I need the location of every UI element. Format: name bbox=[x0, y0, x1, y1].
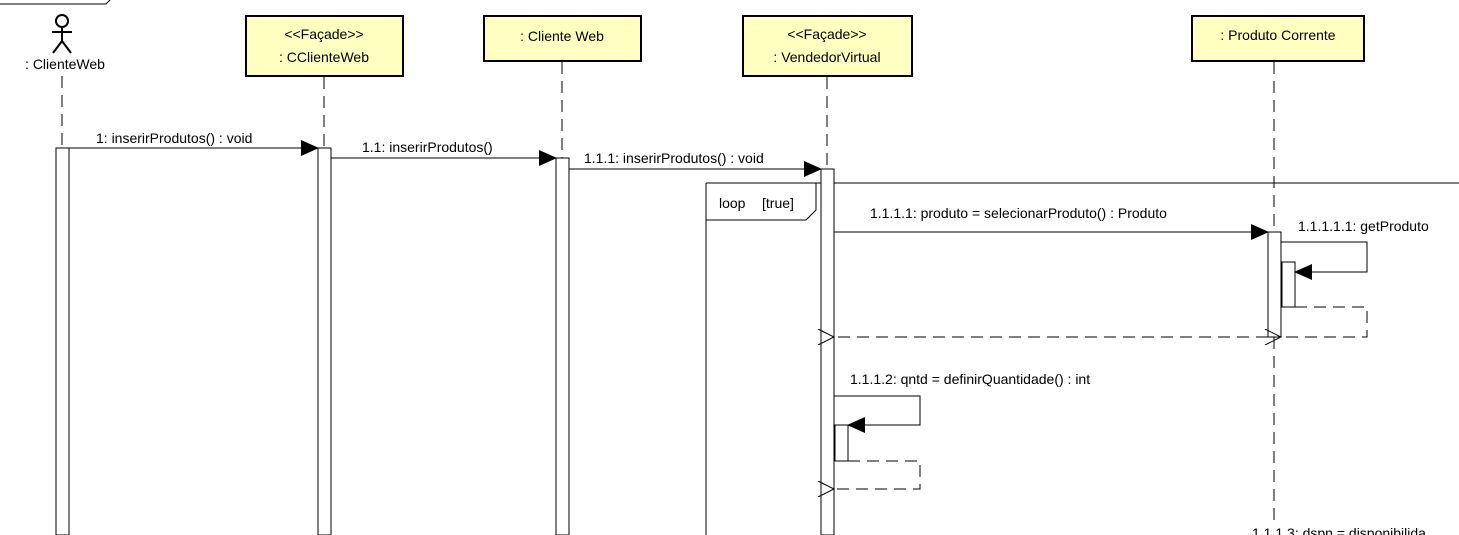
activation-bar-vendedor-virtual-nested bbox=[834, 424, 849, 462]
activation-bar-vendedor-virtual bbox=[820, 168, 835, 535]
activation-bar-cliente-web bbox=[555, 157, 570, 535]
actor-head bbox=[55, 14, 69, 28]
lifeline-stereotype: <<Façade>> bbox=[284, 26, 363, 42]
lifeline-head-box bbox=[483, 15, 642, 62]
loop-fragment-label-tab bbox=[706, 183, 817, 221]
message-label: 1.1.1: inserirProdutos() : void bbox=[584, 150, 764, 166]
message-self-return-arrow bbox=[834, 460, 921, 489]
message-1-1-1: 1.1.1: inserirProdutos() : void bbox=[569, 150, 822, 177]
actor-clienteweb: : ClienteWeb bbox=[25, 14, 105, 72]
lifeline-stereotype: <<Façade>> bbox=[787, 26, 866, 42]
activation-bar-produto-corrente bbox=[1267, 231, 1282, 338]
message-self-return-arrow bbox=[1281, 306, 1368, 337]
message-1-1: 1.1: inserirProdutos() bbox=[331, 139, 557, 166]
message-1-1-1-2: 1.1.1.2: qntd = definirQuantidade() : in… bbox=[834, 371, 1090, 489]
activation-bar-ccliente-web bbox=[317, 147, 332, 535]
message-label: 1.1.1.2: qntd = definirQuantidade() : in… bbox=[850, 371, 1090, 387]
lifeline-name: : VendedorVirtual bbox=[773, 49, 880, 65]
activation-bar-actor bbox=[55, 147, 70, 535]
lifeline-vendedor-virtual: <<Façade>> : VendedorVirtual bbox=[742, 15, 913, 77]
message-label: 1: inserirProdutos() : void bbox=[96, 130, 252, 146]
diagram-frame-corner bbox=[0, 0, 111, 5]
loop-fragment: loop [true] bbox=[705, 182, 1459, 535]
actor-left-leg bbox=[52, 40, 63, 54]
message-label: 1.1: inserirProdutos() bbox=[362, 139, 493, 155]
activation-bar-produto-corrente-nested bbox=[1281, 261, 1296, 308]
message-1-1-1-1: 1.1.1.1: produto = selecionarProduto() :… bbox=[834, 205, 1269, 240]
message-1: 1: inserirProdutos() : void bbox=[69, 130, 319, 156]
message-label: 1.1.1.1.1: getProduto bbox=[1298, 218, 1429, 234]
actor-label: : ClienteWeb bbox=[25, 56, 105, 72]
actor-right-leg bbox=[61, 40, 72, 54]
lifeline-head-box bbox=[742, 15, 913, 77]
lifeline-name: : Produto Corrente bbox=[1220, 27, 1335, 43]
loop-operator: loop bbox=[719, 195, 746, 211]
loop-guard: [true] bbox=[762, 195, 794, 211]
lifeline-ccliente-web: <<Façade>> : CClienteWeb bbox=[245, 15, 404, 77]
lifeline-head-box bbox=[1191, 15, 1365, 62]
message-label: 1.1.1.1: produto = selecionarProduto() :… bbox=[870, 205, 1167, 221]
message-self-call-arrow bbox=[1281, 241, 1368, 280]
message-self-call-arrow bbox=[834, 395, 921, 433]
lifeline-produto-corrente: : Produto Corrente bbox=[1191, 15, 1365, 62]
message-1-1-1-1-1: 1.1.1.1.1: getProduto bbox=[1281, 218, 1429, 337]
message-1-1-1-3-label: 1.1.1.3: dspn = disponibilida bbox=[1252, 525, 1426, 535]
lifeline-name: : CClienteWeb bbox=[279, 49, 369, 65]
lifeline-cliente-web: : Cliente Web bbox=[483, 15, 642, 62]
lifeline-head-box bbox=[245, 15, 404, 77]
lifeline-name: : Cliente Web bbox=[520, 28, 604, 44]
